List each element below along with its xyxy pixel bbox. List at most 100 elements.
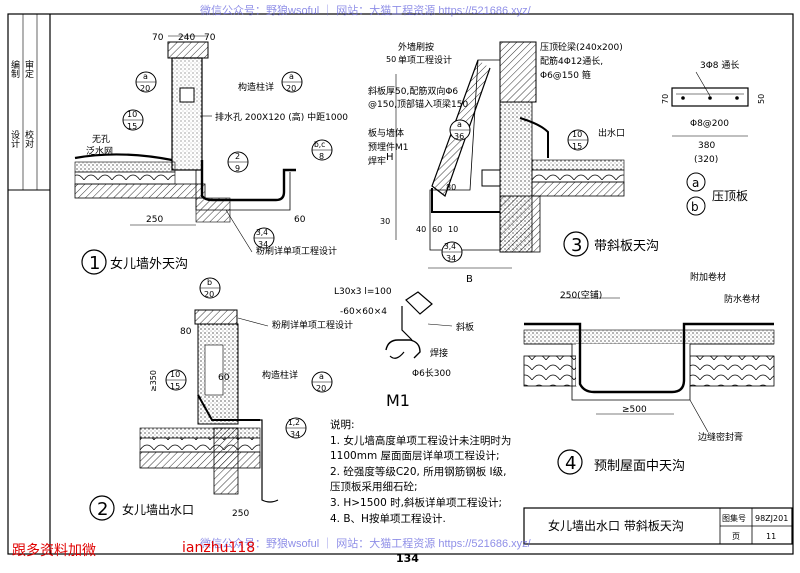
- red-contact-text: 跟多资料加微: [12, 543, 96, 559]
- dim-label: 70: [152, 33, 164, 43]
- label-top-bars: 3Φ8 通长: [700, 59, 739, 71]
- svg-text:10: 10: [170, 370, 180, 379]
- dim-label: 40: [416, 225, 426, 234]
- dim-label: H: [386, 152, 394, 163]
- label-stirrups: Φ8@200: [690, 119, 729, 129]
- svg-text:34: 34: [258, 240, 268, 249]
- label-flashing: 泛水网: [86, 145, 113, 157]
- page-label: 页: [732, 532, 740, 541]
- ref-bubble-a20: a 20: [311, 371, 333, 393]
- svg-text:b: b: [207, 278, 212, 287]
- svg-text:10: 10: [572, 130, 582, 139]
- svg-text:2: 2: [235, 152, 240, 161]
- svg-text:8: 8: [319, 152, 324, 161]
- notes-block: 说明: 1. 女儿墙高度单项工程设计未注明时为 1100mm 屋面面层详单项工程…: [330, 418, 511, 527]
- label-a: a: [692, 176, 699, 190]
- side-label: 设计: [9, 130, 20, 149]
- svg-text:a: a: [289, 72, 294, 81]
- label-finish: 粉刷详单项工程设计: [256, 245, 337, 257]
- label-cap: 压顶砼梁(240x200): [540, 41, 623, 53]
- ref-bubble-a36: a 36: [449, 119, 471, 141]
- detail-title: 女儿墙出水口: [122, 502, 194, 517]
- label-drain: 排水孔 200X120 (高) 中距1000: [215, 111, 348, 123]
- dim-label: 60: [432, 225, 442, 234]
- label-paint-2: 单项工程设计: [398, 54, 452, 66]
- label-waterproof: 防水卷材: [724, 293, 760, 305]
- label-sealant: 边缝密封膏: [698, 431, 743, 443]
- detail-title: 女儿墙外天沟: [110, 256, 188, 272]
- label-no-hole: 无孔: [92, 134, 110, 145]
- ref-bubble-col: a 20: [281, 71, 303, 93]
- label-column: 构造柱详: [262, 369, 298, 381]
- dim-label: 380: [698, 141, 715, 151]
- label-cap-2: 配筋4Φ12通长,: [540, 55, 603, 67]
- note-line: 1. 女儿墙高度单项工程设计未注明时为: [330, 434, 512, 447]
- ref-bubble-a20: a 20: [135, 71, 157, 93]
- m1-label-weld: 焊接: [430, 347, 448, 359]
- detail-4-precast-gutter: 250(空铺) ≥500 附加卷材 防水卷材 边缝密封膏 4 预制屋面中天沟: [523, 271, 775, 475]
- label-slab: 斜板厚50,配筋双向Φ6: [368, 85, 458, 97]
- coping-slab-section: 3Φ8 通长 Φ8@200 70 50 380 (320) a b 压顶板: [661, 59, 766, 216]
- dim-label: ≥350: [149, 370, 158, 392]
- detail-2-parapet-outlet: 80 60 ≥350 250 粉刷详单项工程设计 构造柱详 b 20 10 15…: [89, 277, 353, 521]
- ref-bubble-34: 3,4 34: [253, 227, 275, 249]
- detail-3-sloped-gutter: 50 H 30 80 40 60 10 B 外墙刷按 单项工程设计 斜板厚50,…: [368, 41, 659, 285]
- detail-number: 2: [97, 499, 108, 520]
- m1-label-slab: 斜板: [456, 321, 474, 333]
- m1-line-1: L30x3 l=100: [334, 287, 392, 297]
- dim-label: 70: [204, 33, 216, 43]
- side-column-labels: 编制 审定 设计 校对: [9, 59, 34, 149]
- svg-text:9: 9: [235, 164, 240, 173]
- svg-text:20: 20: [204, 290, 214, 299]
- dim-label: 50: [757, 94, 766, 104]
- red-contact-id: ianzhu118: [182, 540, 256, 556]
- note-line: 4. B、H按单项工程设计.: [330, 512, 446, 525]
- svg-text:a: a: [319, 372, 324, 381]
- label-board-2: 预埋件M1: [368, 141, 409, 153]
- page-value: 11: [766, 532, 776, 541]
- svg-text:15: 15: [127, 122, 137, 131]
- svg-text:a: a: [457, 120, 462, 129]
- detail-1-parapet-gutter: 70 240 70 250 60 构造柱详 排水孔 200X120 (高) 中距…: [74, 33, 348, 275]
- side-label: 编制: [9, 59, 20, 78]
- label-board-3: 焊牢: [368, 155, 386, 167]
- ref-bubble-34: 3,4 34: [441, 241, 463, 263]
- label-outlet: 出水口: [598, 127, 625, 139]
- svg-text:15: 15: [170, 382, 180, 391]
- label-cap-3: Φ6@150 箍: [540, 69, 591, 81]
- dim-label: 250: [146, 215, 163, 225]
- label-b: b: [691, 200, 699, 214]
- title-block-title: 女儿墙出水口 带斜板天沟: [548, 518, 684, 533]
- note-line: 压顶板采用细石砼;: [330, 481, 418, 494]
- note-line: 2. 砼强度等级C20, 所用钢筋钢板 I级,: [330, 465, 507, 478]
- atlas-value: 98ZJ201: [755, 514, 788, 523]
- detail-number: 3: [571, 235, 582, 256]
- label-column: 构造柱详: [238, 81, 274, 93]
- label-extra-membrane: 附加卷材: [690, 271, 726, 283]
- svg-text:20: 20: [316, 384, 326, 393]
- svg-text:b,c: b,c: [314, 140, 325, 149]
- dim-label: ≥500: [622, 405, 647, 415]
- svg-text:34: 34: [446, 254, 456, 263]
- svg-text:3,4: 3,4: [444, 242, 456, 251]
- label-paint: 外墙刷按: [398, 41, 434, 53]
- dim-label: 60: [294, 215, 306, 225]
- dim-label: 50: [386, 55, 396, 64]
- dim-label: (320): [694, 155, 718, 165]
- ref-bubble-b20: b 20: [199, 277, 221, 299]
- note-line: 1100mm 屋面面层详单项工程设计;: [330, 450, 500, 463]
- dim-label: 250(空铺): [560, 289, 602, 301]
- m1-label-bar: Φ6长300: [412, 367, 451, 379]
- dim-label: 10: [448, 225, 458, 234]
- sheet-border: [7, 13, 794, 555]
- dim-label: 70: [661, 94, 670, 104]
- ref-bubble-bc8: b,c 8: [311, 139, 333, 161]
- label-slab-2: @150,顶部锚入项梁150: [368, 98, 468, 110]
- ref-bubble-2-9: 2 9: [227, 151, 249, 173]
- ref-bubble-12-34: 1,2 34: [285, 417, 307, 439]
- dim-label: 30: [380, 217, 390, 226]
- ref-bubble-10-15: 10 15: [122, 109, 144, 131]
- dim-label: B: [466, 274, 473, 285]
- svg-text:10: 10: [127, 110, 137, 119]
